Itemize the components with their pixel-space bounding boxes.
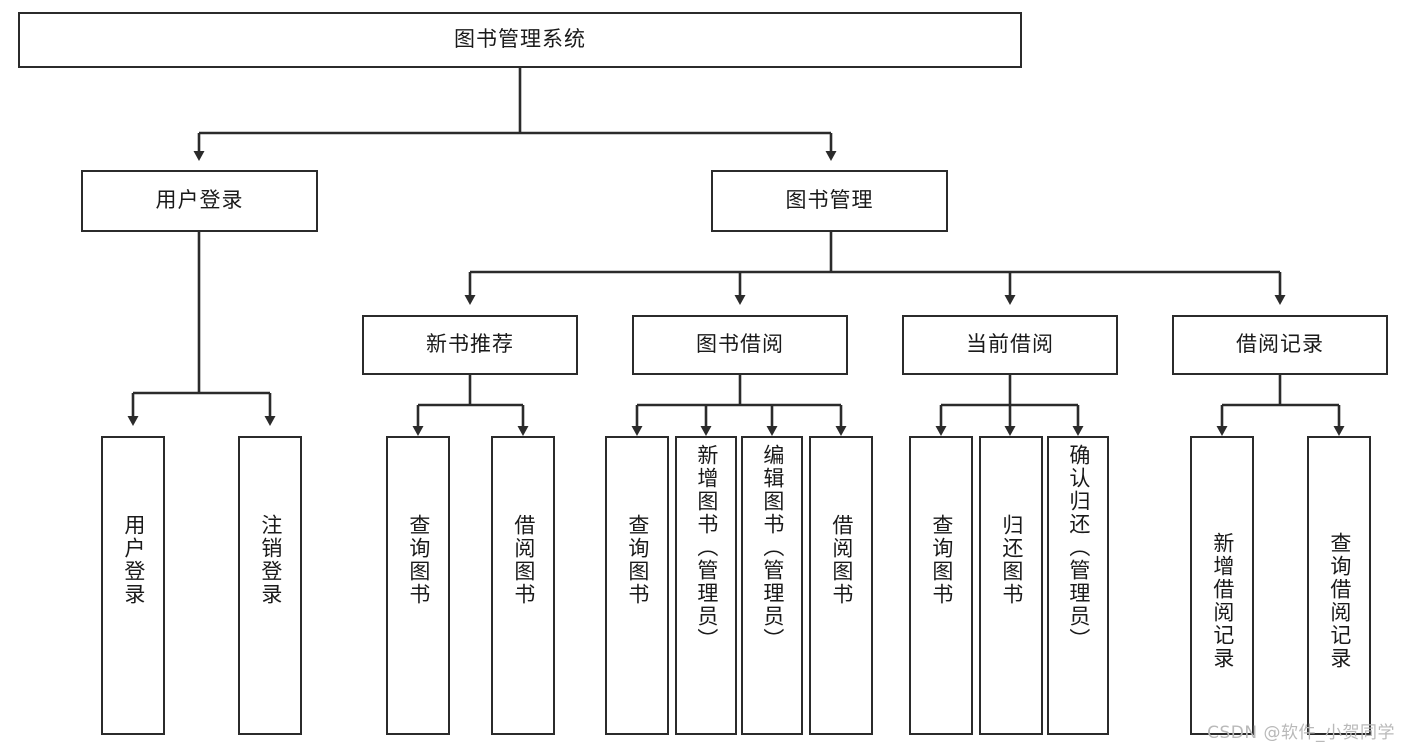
node-label: 编辑图书（管理员） — [760, 444, 785, 651]
node-label: 图书管理系统 — [454, 27, 586, 52]
node-label: 借阅图书 — [511, 514, 536, 606]
node-label: 归还图书 — [999, 514, 1024, 606]
node-book-borrowing[interactable]: 图书借阅 — [632, 315, 848, 375]
node-label: 查询图书 — [625, 514, 650, 606]
node-leaf-add-borrow-record[interactable]: 新增借阅记录 — [1190, 436, 1254, 735]
node-label: 确认归还（管理员） — [1066, 444, 1091, 651]
node-label: 图书管理 — [785, 188, 874, 213]
watermark: CSDN @软件_小贺同学 — [1207, 723, 1395, 743]
node-leaf-borrow-books-recommend[interactable]: 借阅图书 — [491, 436, 555, 735]
node-leaf-return-books[interactable]: 归还图书 — [979, 436, 1043, 735]
node-label: 用户登录 — [155, 188, 244, 213]
node-current-borrowing[interactable]: 当前借阅 — [902, 315, 1118, 375]
node-label: 新书推荐 — [426, 332, 514, 357]
node-book-management[interactable]: 图书管理 — [711, 170, 948, 232]
node-new-book-recommendation[interactable]: 新书推荐 — [362, 315, 578, 375]
node-leaf-query-books-current[interactable]: 查询图书 — [909, 436, 973, 735]
node-leaf-borrow-books-borrow[interactable]: 借阅图书 — [809, 436, 873, 735]
node-label: 查询图书 — [929, 514, 954, 606]
node-leaf-query-books-borrow[interactable]: 查询图书 — [605, 436, 669, 735]
node-label: 借阅记录 — [1236, 332, 1324, 357]
node-label: 查询借阅记录 — [1327, 532, 1352, 670]
node-label: 用户登录 — [121, 514, 146, 606]
node-user-login[interactable]: 用户登录 — [81, 170, 318, 232]
node-label: 新增图书（管理员） — [694, 444, 719, 651]
node-label: 当前借阅 — [966, 332, 1054, 357]
node-root-book-management-system[interactable]: 图书管理系统 — [18, 12, 1022, 68]
node-label: 查询图书 — [406, 514, 431, 606]
node-borrowing-records[interactable]: 借阅记录 — [1172, 315, 1388, 375]
node-label: 注销登录 — [258, 514, 283, 606]
node-leaf-user-login[interactable]: 用户登录 — [101, 436, 165, 735]
node-label: 新增借阅记录 — [1210, 532, 1235, 670]
node-leaf-query-books-recommend[interactable]: 查询图书 — [386, 436, 450, 735]
node-label: 借阅图书 — [829, 514, 854, 606]
node-label: 图书借阅 — [696, 332, 784, 357]
node-leaf-logout[interactable]: 注销登录 — [238, 436, 302, 735]
node-leaf-confirm-return-admin[interactable]: 确认归还（管理员） — [1047, 436, 1109, 735]
node-leaf-query-borrow-record[interactable]: 查询借阅记录 — [1307, 436, 1371, 735]
node-leaf-add-book-admin[interactable]: 新增图书（管理员） — [675, 436, 737, 735]
node-leaf-edit-book-admin[interactable]: 编辑图书（管理员） — [741, 436, 803, 735]
